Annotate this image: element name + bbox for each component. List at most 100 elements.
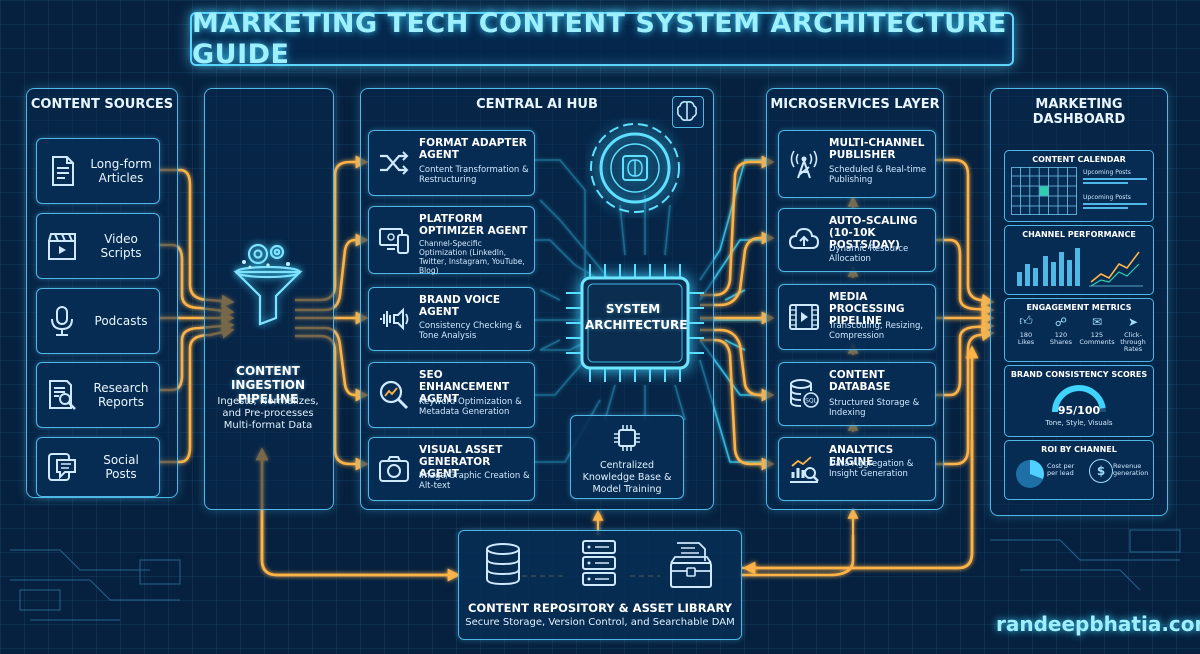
widget-title: CHANNEL PERFORMANCE [1022, 230, 1136, 239]
watermark-domain: randeepbhatia.com [996, 612, 1200, 636]
content-ingestion-panel [204, 88, 334, 510]
engagement-metrics-widget[interactable]: ENGAGEMENT METRICS 👍︎ 180 Likes ☍ 120 Sh… [1004, 298, 1154, 362]
agent-card-visual-asset-generator[interactable]: VISUAL ASSET GENERATOR AGENT Image/Graph… [368, 437, 535, 501]
roi-by-channel-widget[interactable]: ROI BY CHANNEL Cost per per lead $ Reven… [1004, 440, 1154, 500]
panel-title: CENTRAL AI HUB [476, 97, 598, 112]
camera-icon [377, 452, 411, 486]
title-banner: MARKETING TECH CONTENT SYSTEM ARCHITECTU… [190, 8, 1014, 70]
upcoming-posts-label: Upcoming Posts [1083, 169, 1131, 176]
service-card-media-processing[interactable]: MEDIA PROCESSING PIPELINE Transcoding, R… [778, 284, 936, 350]
pie-chart-icon [1016, 460, 1044, 488]
metric-shares: ☍ 120 Shares [1044, 315, 1078, 346]
roi-cost-label: Cost per per lead [1047, 462, 1075, 477]
upcoming-posts-label: Upcoming Posts [1083, 194, 1131, 201]
service-title: CONTENT DATABASE [829, 369, 891, 393]
share-icon: ☍ [1054, 315, 1068, 329]
source-label: Social Posts [103, 453, 139, 481]
knowledge-base-label: Centralized Knowledge Base & Model Train… [582, 460, 672, 495]
dollar-icon: $ [1089, 459, 1113, 483]
document-icon [45, 154, 79, 188]
agent-title: BRAND VOICE AGENT [419, 294, 501, 318]
roi-revenue-label: Revenue generation [1113, 462, 1149, 477]
content-calendar-widget[interactable]: CONTENT CALENDAR Upcoming Posts Upcoming… [1004, 150, 1154, 222]
metric-value: 125 [1090, 331, 1104, 339]
performance-mini-charts [1017, 248, 1143, 287]
metric-label: Likes [1017, 338, 1035, 346]
report-magnifier-icon [45, 378, 79, 412]
metric-comments: ✉ 125 Comments [1079, 315, 1115, 346]
comment-icon: ✉ [1091, 315, 1103, 329]
channel-performance-widget[interactable]: CHANNEL PERFORMANCE [1004, 225, 1154, 295]
service-description: Data Aggregation & Insight Generation [829, 459, 914, 479]
brain-icon [672, 96, 704, 128]
sound-wave-icon [377, 302, 411, 336]
agent-description: Keyword Optimization & Metadata Generati… [419, 397, 522, 417]
thumbs-up-icon: 👍︎ [1019, 314, 1033, 329]
service-description: Structured Storage & Indexing [829, 398, 920, 418]
source-card-social-posts[interactable]: Social Posts [36, 437, 160, 497]
panel-title: MARKETING DASHBOARD [1032, 97, 1126, 127]
cursor-icon: ➤ [1127, 315, 1139, 329]
brain-chip-ring-icon [585, 118, 685, 218]
brand-score-caption: Tone, Style, Visuals [1045, 419, 1113, 427]
service-title: AUTO-SCALING (10-10K POSTS/DAY) [829, 215, 918, 251]
knowledge-base-box: Centralized Knowledge Base & Model Train… [570, 415, 684, 499]
ingestion-title: CONTENT INGESTION PIPELINE [230, 364, 306, 406]
agent-description: Content Transformation & Restructuring [419, 165, 529, 185]
service-card-auto-scaling[interactable]: AUTO-SCALING (10-10K POSTS/DAY) Dynamic … [778, 208, 936, 272]
service-card-analytics-engine[interactable]: ANALYTICS ENGINE Data Aggregation & Insi… [778, 437, 936, 501]
source-label: Podcasts [94, 314, 148, 328]
asset-chest-icon [665, 539, 717, 591]
metric-value: 120 [1054, 331, 1068, 339]
service-description: Dynamic Resource Allocation [829, 244, 909, 264]
database-icon: SQL [787, 377, 821, 411]
decorative-circuit-bottom-left [10, 549, 181, 621]
service-title: ANALYTICS ENGINE [829, 444, 894, 468]
brand-consistency-widget[interactable]: BRAND CONSISTENCY SCORES 95/100 Tone, St… [1004, 365, 1154, 437]
service-card-multi-channel-publisher[interactable]: MULTI-CHANNEL PUBLISHER Scheduled & Real… [778, 130, 936, 198]
calendar-grid-icon [1011, 167, 1077, 215]
source-card-podcasts[interactable]: Podcasts [36, 288, 160, 354]
metric-value: 180 [1019, 331, 1033, 339]
funnel-gear-icon [222, 238, 314, 330]
agent-card-brand-voice[interactable]: BRAND VOICE AGENT Consistency Checking &… [368, 287, 535, 351]
widget-title: CONTENT CALENDAR [1032, 155, 1126, 164]
brand-score-gauge [1052, 385, 1106, 413]
system-architecture-chip [560, 258, 706, 388]
service-title: MULTI-CHANNEL PUBLISHER [829, 137, 925, 161]
widget-title: ENGAGEMENT METRICS [1026, 303, 1132, 312]
cloud-upload-icon [787, 223, 821, 257]
source-label: Long-form Articles [90, 157, 152, 185]
service-card-content-database[interactable]: SQL CONTENT DATABASE Structured Storage … [778, 362, 936, 426]
content-repository-box[interactable]: CONTENT REPOSITORY & ASSET LIBRARY Secur… [458, 530, 742, 640]
agent-title: PLATFORM OPTIMIZER AGENT [419, 213, 528, 237]
agent-title: VISUAL ASSET GENERATOR AGENT [419, 444, 503, 480]
metric-label: Comments [1079, 338, 1115, 346]
metric-label: Click-through Rates [1120, 331, 1146, 353]
metric-click-through: ➤ Click-through Rates [1115, 315, 1151, 353]
database-icon [481, 541, 525, 587]
source-label: Research Reports [93, 381, 149, 409]
agent-description: Consistency Checking & Tone Analysis [419, 321, 522, 341]
svg-text:SQL: SQL [805, 398, 818, 405]
shuffle-icon [377, 146, 411, 180]
clapperboard-icon [45, 229, 79, 263]
source-card-research-reports[interactable]: Research Reports [36, 362, 160, 428]
widget-title: BRAND CONSISTENCY SCORES [1010, 370, 1148, 379]
server-rack-icon [577, 539, 621, 589]
agent-description: Image/Graphic Creation & Alt-text [419, 471, 530, 491]
agent-card-seo-enhancement[interactable]: SEO ENHANCEMENT AGENT Keyword Optimizati… [368, 362, 535, 428]
source-card-long-form-articles[interactable]: Long-form Articles [36, 138, 160, 204]
broadcast-tower-icon [787, 147, 821, 181]
source-card-video-scripts[interactable]: Video Scripts [36, 213, 160, 279]
decorative-circuit-bottom-right [990, 529, 1181, 591]
seo-magnifier-icon [377, 378, 411, 412]
source-label: Video Scripts [100, 232, 142, 260]
chat-bubble-icon [45, 450, 79, 484]
agent-card-format-adapter[interactable]: FORMAT ADAPTER AGENT Content Transformat… [368, 130, 535, 196]
agent-card-platform-optimizer[interactable]: PLATFORM OPTIMIZER AGENT Channel-Specifi… [368, 206, 535, 275]
widget-title: ROI BY CHANNEL [1041, 445, 1117, 454]
analytics-icon [787, 452, 821, 486]
metric-label: Shares [1049, 338, 1073, 346]
repository-title: CONTENT REPOSITORY & ASSET LIBRARY [467, 601, 733, 615]
